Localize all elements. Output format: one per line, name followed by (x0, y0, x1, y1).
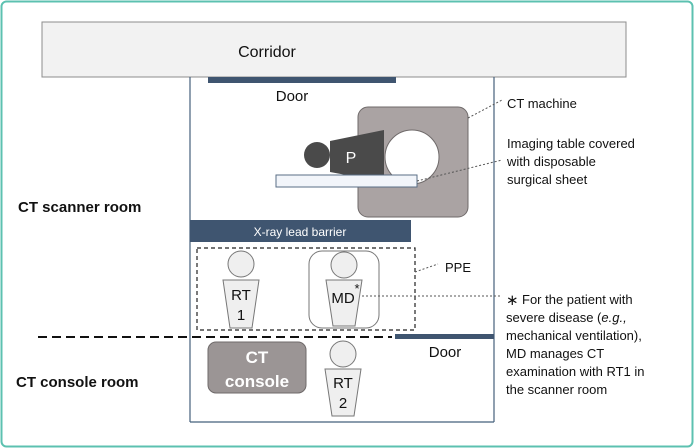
scanner-room-label: CT scanner room (18, 199, 141, 216)
footnote-line-3: mechanical ventilation), (506, 328, 642, 343)
door-bottom-label: Door (429, 344, 462, 361)
xray-lead-barrier (190, 220, 411, 242)
xray-lead-barrier-label: X-ray lead barrier (254, 225, 347, 239)
md-head (330, 251, 358, 279)
door-top-label: Door (276, 88, 309, 105)
md-asterisk: * (354, 281, 359, 296)
rt1-body (222, 279, 260, 329)
rt1-head (227, 250, 255, 278)
rt2-body (324, 368, 362, 417)
door-bottom-bar (395, 334, 494, 339)
imaging-table-label: Imaging table covered with disposable su… (506, 136, 639, 187)
imaging-table-leader (416, 159, 503, 182)
rt2-label-line-1: RT (333, 375, 353, 392)
rt2-label-line-2: 2 (339, 395, 347, 412)
ct-console-label-line-1: CT (246, 348, 269, 367)
ct-console (207, 341, 307, 394)
patient-body (330, 130, 384, 182)
footnote-line-6: the scanner room (506, 382, 607, 397)
imaging-table-line-2: with disposable (506, 154, 596, 169)
imaging-table-line-3: surgical sheet (507, 172, 588, 187)
ct-console-label-line-2: console (225, 372, 289, 391)
patient-head (304, 142, 330, 168)
corridor-label: Corridor (238, 44, 296, 61)
ct-machine-leader (467, 99, 503, 119)
ppe-zone (196, 247, 416, 331)
ppe-label: PPE (445, 260, 471, 275)
footnote-line-2a: severe disease ( (506, 310, 602, 325)
footnote-line-5: examination with RT1 in (506, 364, 645, 379)
patient-label: P (346, 150, 357, 167)
footnote-line-4: MD manages CT (506, 346, 604, 361)
footnote-line-2: severe disease (e.g., (506, 310, 627, 325)
ppe-leader (414, 263, 439, 273)
footnote-line-2b: e.g., (601, 310, 626, 325)
footnote-mark: ∗ (506, 292, 519, 309)
corridor-box (41, 21, 627, 78)
door-top-bar (208, 77, 396, 83)
imaging-table (275, 174, 418, 188)
rt2-head (329, 340, 357, 368)
console-room-label: CT console room (16, 374, 139, 391)
ct-machine-label: CT machine (507, 96, 577, 111)
rt1-label-line-1: RT (231, 287, 251, 304)
rt1-label-line-2: 1 (237, 307, 245, 324)
md-body (325, 279, 363, 327)
md-label: MD (331, 290, 354, 307)
footnote-line-1: For the patient with (522, 292, 633, 307)
imaging-table-line-1: Imaging table covered (507, 136, 635, 151)
